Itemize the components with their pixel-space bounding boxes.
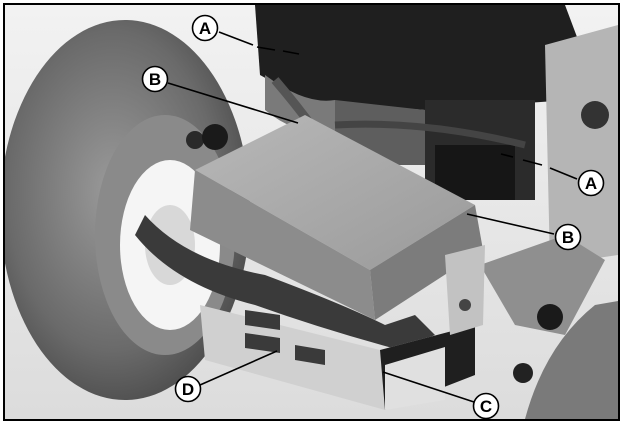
- right-wheel: [525, 301, 618, 419]
- leader-lines: [167, 31, 578, 403]
- callout-C: C: [472, 392, 500, 419]
- callout-letter: A: [199, 19, 211, 38]
- caster-knob: [513, 363, 533, 383]
- callout-A-right: A: [577, 169, 605, 197]
- battery-illustration: A B A B C D: [5, 5, 618, 419]
- hold-down-bar: [135, 215, 435, 350]
- callout-letter: B: [149, 70, 161, 89]
- battery-tray: [200, 245, 485, 410]
- diagram-frame: A B A B C D: [3, 3, 620, 421]
- callout-letter: A: [585, 174, 597, 193]
- callout-B-top: B: [141, 65, 169, 93]
- callout-letter: D: [182, 380, 194, 399]
- callout-A-top: A: [191, 14, 219, 42]
- callout-letter: C: [480, 397, 492, 416]
- callout-B-right: B: [554, 223, 582, 251]
- battery: [190, 115, 483, 320]
- right-frame-bracket: [480, 25, 618, 335]
- battery-cable-right: [334, 120, 526, 149]
- callout-letter: B: [562, 228, 574, 247]
- callout-D: D: [174, 375, 202, 403]
